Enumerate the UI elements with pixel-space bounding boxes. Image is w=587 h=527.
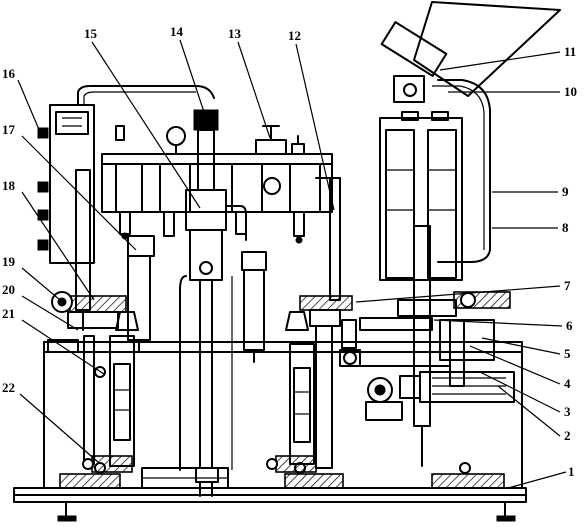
leader-line-7 bbox=[355, 285, 561, 303]
callout-16: 16 bbox=[2, 66, 16, 81]
leader-line-6 bbox=[433, 319, 563, 327]
callout-6: 6 bbox=[566, 318, 573, 333]
callout-12: 12 bbox=[288, 28, 301, 43]
callout-14: 14 bbox=[170, 24, 184, 39]
leader-line-22 bbox=[19, 393, 99, 463]
callout-9: 9 bbox=[562, 184, 569, 199]
leader-line-15 bbox=[91, 41, 201, 209]
callout-15: 15 bbox=[84, 26, 98, 41]
callout-8: 8 bbox=[562, 220, 569, 235]
right-hopper bbox=[380, 1, 561, 263]
leader-line-4 bbox=[469, 345, 561, 385]
leader-line-2 bbox=[497, 385, 561, 437]
callout-7: 7 bbox=[564, 278, 571, 293]
leader-line-19 bbox=[21, 267, 61, 301]
top-manifold bbox=[101, 125, 341, 301]
callout-17: 17 bbox=[2, 122, 16, 137]
leader-line-13 bbox=[237, 41, 271, 139]
leader-line-18 bbox=[21, 191, 95, 301]
leader-line-5 bbox=[481, 337, 561, 355]
central-column bbox=[179, 109, 247, 497]
callout-21: 21 bbox=[2, 306, 15, 321]
callout-3: 3 bbox=[564, 404, 571, 419]
callout-10: 10 bbox=[564, 84, 577, 99]
callout-2: 2 bbox=[564, 428, 571, 443]
callout-labels: 1 2 3 4 5 6 7 8 9 10 11 12 13 14 15 16 1… bbox=[2, 24, 577, 479]
leader-line-20 bbox=[21, 295, 79, 331]
right-feeder-column bbox=[379, 111, 463, 467]
leader-line-21 bbox=[21, 319, 105, 375]
callout-1: 1 bbox=[568, 464, 575, 479]
callout-22: 22 bbox=[2, 380, 15, 395]
leader-lines bbox=[17, 39, 567, 489]
callout-5: 5 bbox=[564, 346, 571, 361]
callout-18: 18 bbox=[2, 178, 16, 193]
leader-line-14 bbox=[179, 39, 205, 113]
leader-line-11 bbox=[439, 51, 561, 71]
right-turret bbox=[341, 291, 511, 387]
callout-11: 11 bbox=[564, 44, 576, 59]
leader-line-1 bbox=[507, 471, 567, 489]
callout-13: 13 bbox=[228, 26, 242, 41]
callout-4: 4 bbox=[564, 376, 571, 391]
leader-line-3 bbox=[479, 371, 561, 413]
drive-motor bbox=[339, 349, 515, 421]
callout-20: 20 bbox=[2, 282, 15, 297]
mid-turret bbox=[266, 295, 353, 473]
callout-19: 19 bbox=[2, 254, 16, 269]
mid-cylinder bbox=[241, 251, 267, 363]
leader-line-16 bbox=[17, 79, 41, 133]
left-turret bbox=[47, 291, 139, 473]
leader-line-12 bbox=[295, 43, 335, 211]
leader-line-17 bbox=[21, 135, 137, 251]
